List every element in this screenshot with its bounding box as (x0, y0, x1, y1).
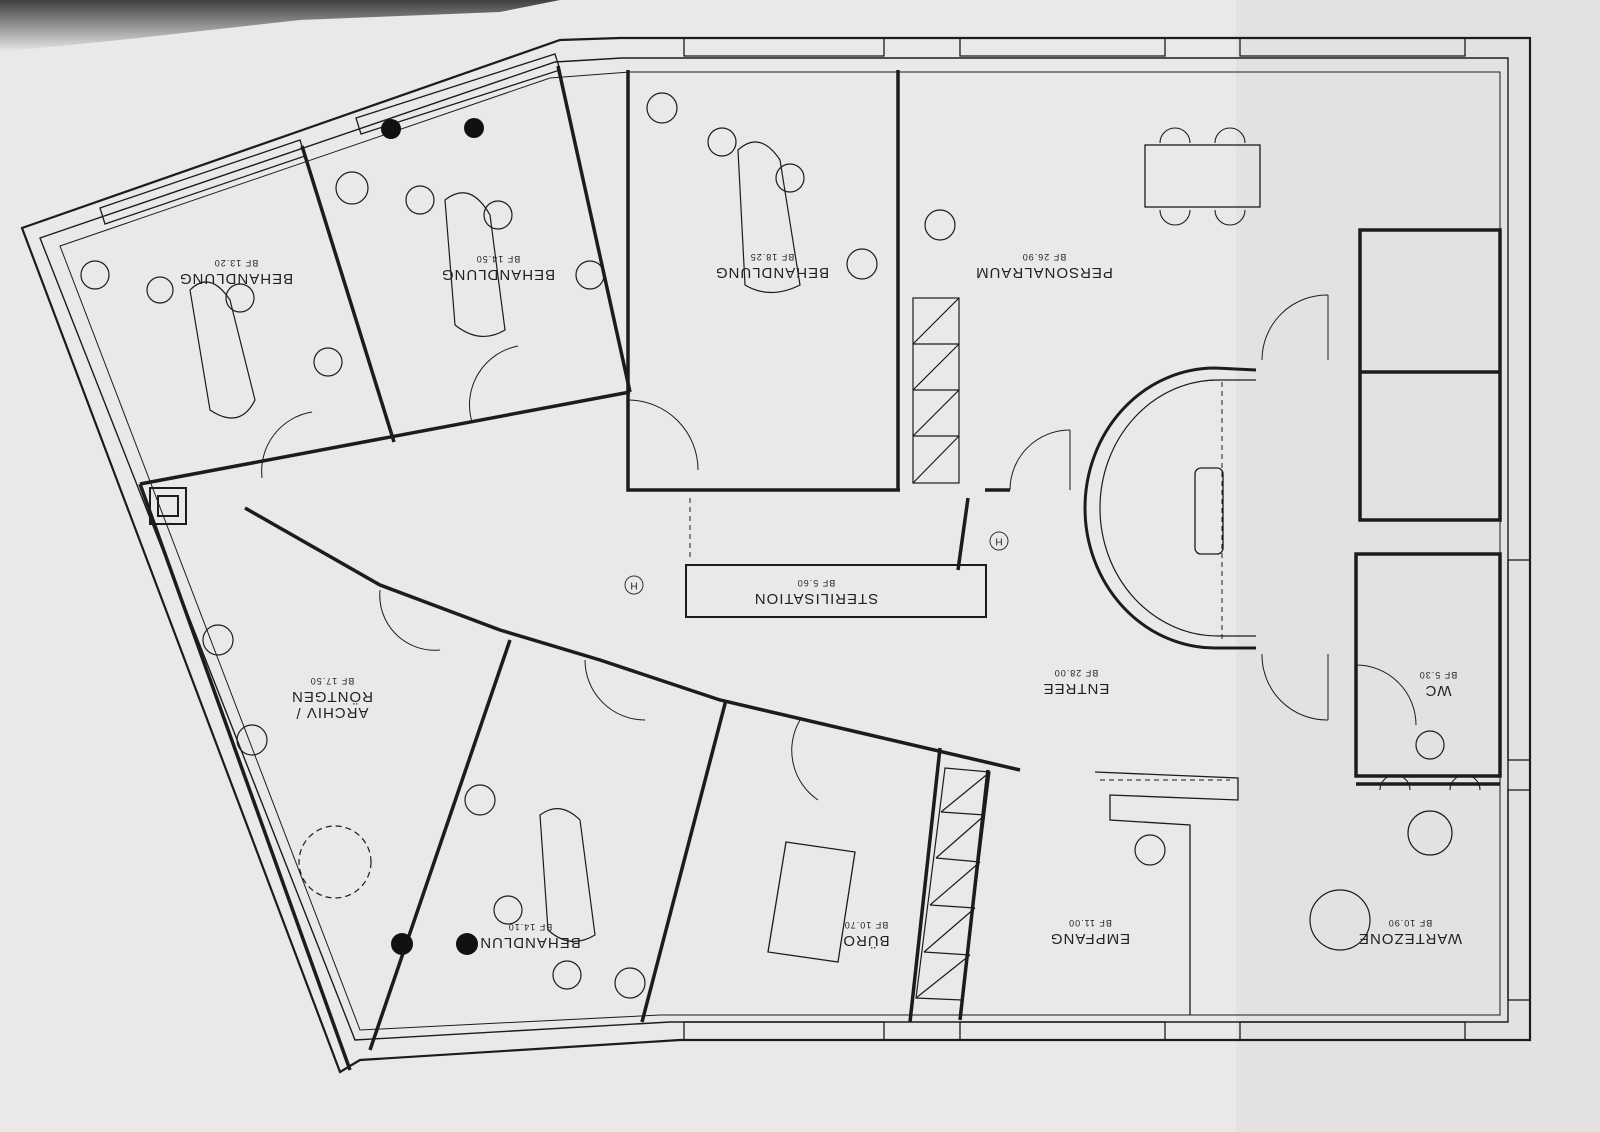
room-name: BÜRO (842, 932, 890, 950)
room-area: BF 5.30 (1418, 670, 1458, 681)
room-label-wartezone: WARTEZONE BF 10.90 (1357, 918, 1463, 948)
room-label-archiv: ARCHIV / RÖNTGEN BF 17.50 (291, 676, 373, 721)
cabinets-office (915, 767, 991, 1001)
room-name: BEHANDLUN (479, 934, 581, 952)
room-label-behandlung-2: BEHANDLUNG BF 14.50 (440, 254, 556, 284)
pillars (149, 487, 187, 525)
room-area: BF 14.10 (507, 922, 553, 933)
hydrant-marker: H (624, 575, 644, 595)
room-area: BF 10.70 (843, 920, 889, 931)
room-name: STERILISATION (753, 590, 879, 608)
room-area: BF 5.60 (796, 578, 836, 589)
sterilisation-counter (685, 564, 987, 618)
room-label-buero: BÜRO BF 10.70 (842, 920, 890, 950)
room-label-entree: ENTREE BF 28.00 (1042, 668, 1110, 698)
room-area: BF 28.00 (1053, 668, 1099, 679)
dark-dots (381, 118, 484, 955)
chairs (1159, 127, 1481, 791)
room-area: BF 18.25 (749, 252, 795, 263)
room-label-wc: WC BF 5.30 (1418, 670, 1458, 700)
room-label-empfang: EMPFANG BF 11.00 (1049, 918, 1131, 948)
page-fold (1236, 0, 1600, 1132)
windows-top (99, 37, 1531, 1041)
scan-shadow (0, 0, 560, 52)
room-name-line2: RÖNTGEN (291, 688, 373, 706)
room-label-behandlung-4: BEHANDLUN BF 14.10 (479, 922, 581, 952)
room-label-personalraum: PERSONALRAUM BF 26.90 (975, 252, 1113, 282)
room-label-sterilisation: STERILISATION BF 5.60 (753, 578, 879, 608)
room-label-behandlung-3: BEHANDLUNG BF 18.25 (714, 252, 830, 282)
room-name: EMPFANG (1049, 930, 1131, 948)
exterior-walls (20, 36, 1532, 1074)
room-label-behandlung-1: BEHANDLUNG BF 13.20 (178, 258, 294, 288)
room-name: WARTEZONE (1357, 930, 1463, 948)
curved-wall (1083, 366, 1257, 650)
room-name: WC (1424, 682, 1452, 700)
room-name: BEHANDLUNG (440, 266, 556, 284)
interior-walls (138, 65, 1502, 1071)
cabinets-personalraum (912, 297, 960, 484)
dental-chairs (189, 141, 801, 942)
tables (767, 144, 1261, 963)
room-name: ENTREE (1042, 680, 1110, 698)
room-name: PERSONALRAUM (975, 264, 1113, 282)
room-area: BF 26.90 (1021, 252, 1067, 263)
room-area: BF 17.50 (309, 676, 355, 687)
reception-counter (1094, 771, 1239, 1015)
room-name: BEHANDLUNG (178, 270, 294, 288)
room-area: BF 10.90 (1387, 918, 1433, 929)
room-area: BF 13.20 (213, 258, 259, 269)
room-area: BF 11.00 (1068, 918, 1112, 929)
room-name: BEHANDLUNG (714, 264, 830, 282)
room-name-line1: ARCHIV / (295, 703, 369, 721)
door-swings (261, 294, 1417, 801)
hydrant-marker: H (989, 531, 1009, 551)
dashed-lines (689, 382, 1230, 781)
room-area: BF 14.50 (475, 254, 521, 265)
fixtures (80, 92, 1453, 999)
